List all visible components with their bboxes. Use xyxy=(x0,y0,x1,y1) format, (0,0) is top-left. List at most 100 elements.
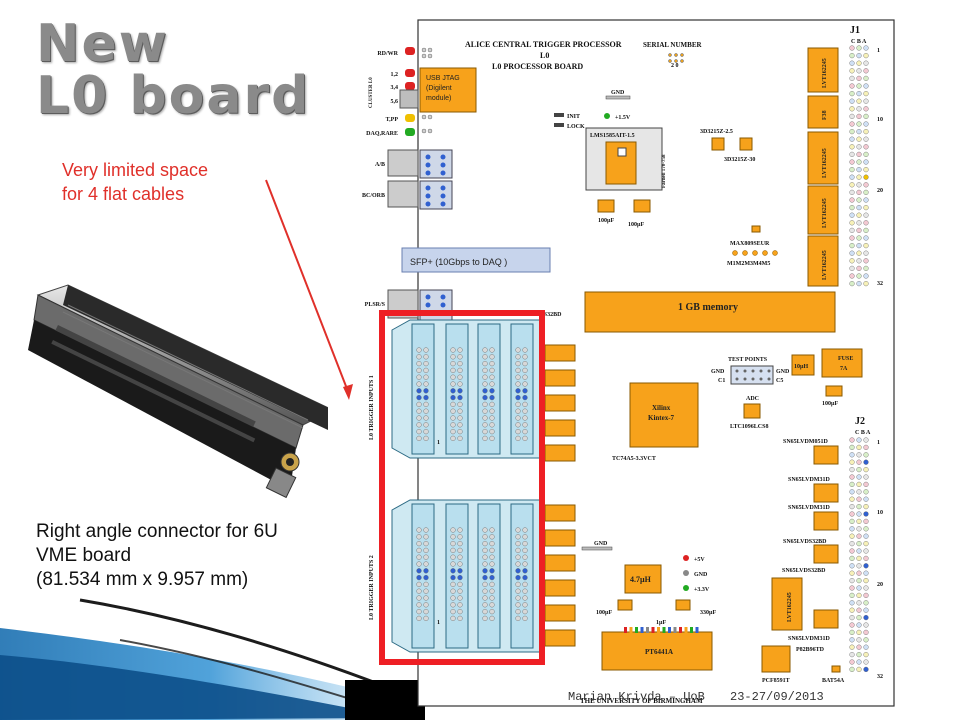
pin xyxy=(457,347,463,353)
label-5-6: 5,6 xyxy=(391,99,399,105)
pt-pin xyxy=(657,627,660,633)
pin xyxy=(416,367,422,374)
pin xyxy=(489,602,495,608)
pin xyxy=(856,444,862,451)
pin xyxy=(416,608,422,615)
pin xyxy=(482,527,488,533)
connector-note-line-1: Right angle connector for 6U xyxy=(36,521,278,542)
pin xyxy=(849,212,855,218)
pin xyxy=(863,459,869,465)
pin xyxy=(482,568,488,574)
pin xyxy=(856,174,862,180)
pin xyxy=(863,481,869,488)
pin xyxy=(849,437,855,443)
pin xyxy=(416,615,422,622)
pin xyxy=(450,595,456,601)
pin xyxy=(849,159,855,165)
pin xyxy=(849,265,855,272)
pin xyxy=(863,467,869,473)
pin xyxy=(457,374,463,380)
pin xyxy=(515,401,521,408)
pin xyxy=(482,602,488,608)
pin xyxy=(856,121,862,127)
m-labels: M1M2M3M4M5 xyxy=(727,261,770,267)
pin xyxy=(849,563,855,569)
pin xyxy=(856,113,862,120)
pin xyxy=(450,527,456,533)
pin xyxy=(450,361,456,367)
bat54a-label: BAT54A xyxy=(822,678,845,684)
pin xyxy=(457,354,463,360)
pin xyxy=(482,367,488,374)
pin xyxy=(863,227,869,234)
pin xyxy=(457,429,463,435)
pin xyxy=(423,408,429,414)
pin xyxy=(849,651,855,658)
pin xyxy=(515,615,521,622)
pin xyxy=(482,354,488,360)
pin xyxy=(457,608,463,615)
pin xyxy=(863,607,869,613)
pin xyxy=(522,381,528,387)
memory-block: 1 GB memory xyxy=(584,291,836,333)
pin xyxy=(416,354,422,360)
pin xyxy=(849,600,855,606)
pin xyxy=(856,629,862,636)
pin xyxy=(849,548,855,554)
pin xyxy=(489,415,495,421)
pin xyxy=(856,250,862,256)
pin xyxy=(489,527,495,533)
space-note: Very limited space for 4 flat cables xyxy=(62,158,208,206)
pin xyxy=(450,395,456,401)
pin xyxy=(450,574,456,581)
fpga-block: Xilinx Kintex-7 TC74A5-3.3VCT xyxy=(612,382,699,462)
pin xyxy=(416,429,422,435)
pin xyxy=(863,151,869,158)
pin xyxy=(522,602,528,608)
pin xyxy=(457,588,463,594)
inductor-4-7uh: 4.7µH xyxy=(630,575,652,584)
pin xyxy=(457,367,463,374)
pin xyxy=(489,429,495,435)
inputs-1-pin-1: 1 xyxy=(437,440,440,446)
cap-fuse: 100µF xyxy=(822,401,838,407)
pin xyxy=(856,90,862,97)
cap-100uf-a: 100µF xyxy=(598,218,614,224)
pin xyxy=(863,250,869,256)
pin xyxy=(856,548,862,554)
pin xyxy=(849,622,855,628)
pin xyxy=(423,354,429,360)
pin xyxy=(482,395,488,401)
title-line-2: L0 board xyxy=(36,66,311,126)
pin xyxy=(416,595,422,601)
pin xyxy=(457,534,463,540)
pt-pin xyxy=(684,627,688,633)
pin xyxy=(863,489,869,495)
pin xyxy=(856,189,862,196)
pin xyxy=(489,354,495,360)
pin xyxy=(482,534,488,540)
pt-pin xyxy=(640,627,644,633)
fuse-label: FUSE xyxy=(838,356,853,362)
pin xyxy=(450,568,456,574)
pin xyxy=(863,68,869,74)
pin xyxy=(863,243,869,249)
flat-cable-header xyxy=(411,323,435,455)
pin xyxy=(416,568,422,574)
pin xyxy=(856,592,862,599)
pin xyxy=(482,429,488,435)
sn-right-5: SN65LVDS32BD xyxy=(782,568,826,574)
lms-label: LMS1585AIT-1.5 xyxy=(590,133,635,139)
plus-3-3v-label: +3.3V xyxy=(694,587,710,593)
pin xyxy=(522,408,528,414)
usb-jtag-line-2: (Digilent xyxy=(426,85,452,92)
pin xyxy=(856,45,862,51)
slide-title: New L0 board xyxy=(36,18,310,122)
pin xyxy=(863,437,869,443)
pin xyxy=(515,347,521,353)
pin xyxy=(863,614,869,621)
pin xyxy=(863,265,869,272)
pin xyxy=(489,554,495,560)
pin xyxy=(522,395,528,401)
pin xyxy=(522,367,528,374)
